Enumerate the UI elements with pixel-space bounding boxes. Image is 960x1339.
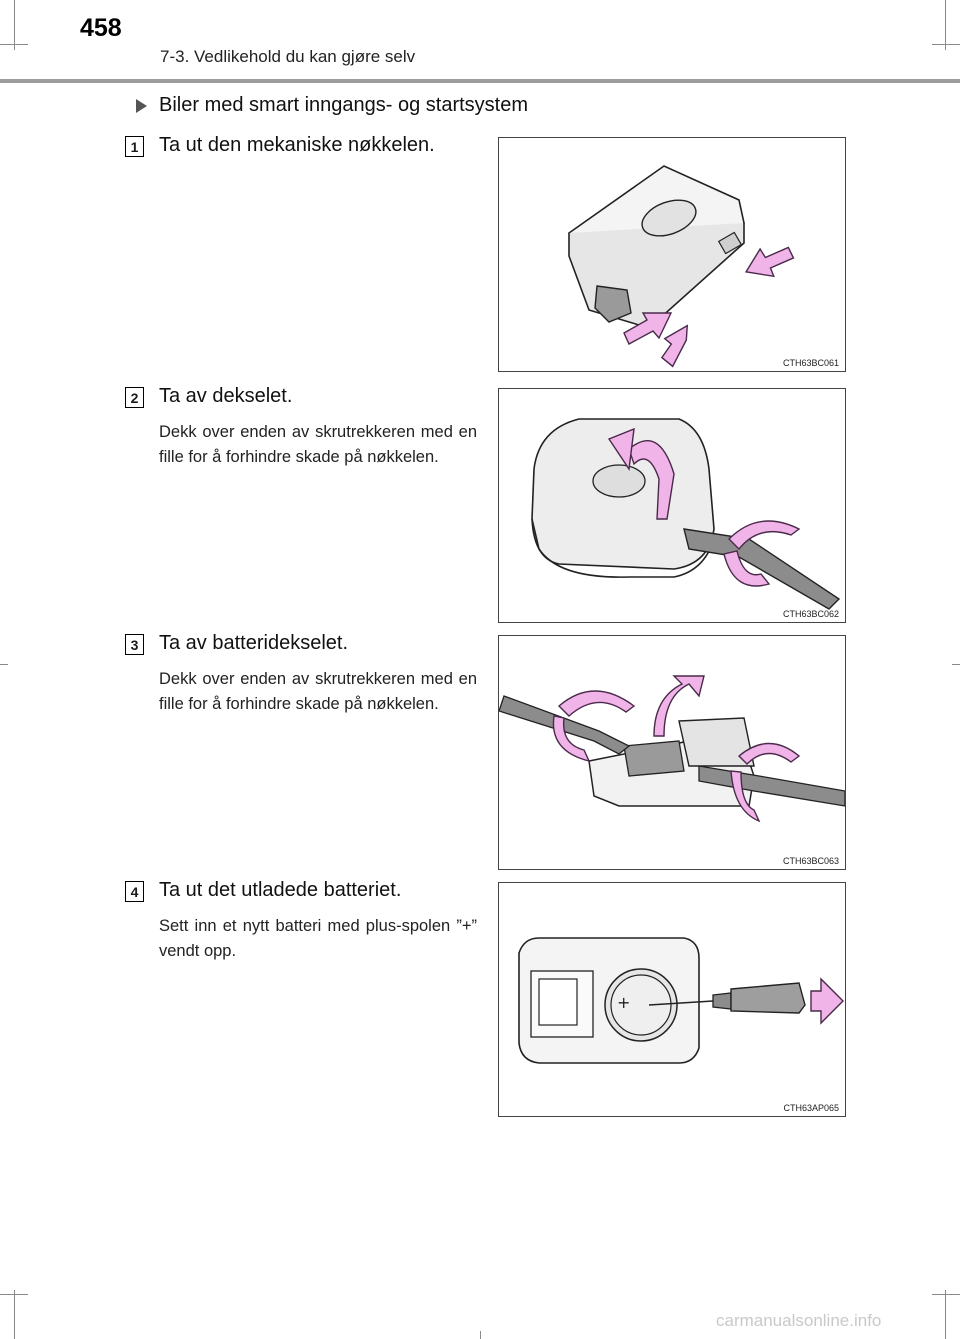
crop-mark — [952, 664, 960, 665]
step-title-3: Ta av batteridekselet. — [159, 632, 348, 654]
step-number-1: 1 — [125, 136, 144, 157]
crop-mark — [0, 664, 8, 665]
figure-code: CTH63BC063 — [782, 856, 839, 866]
step-note-3: Dekk over enden av skrutrekkeren med en … — [159, 670, 477, 713]
figure-code: CTH63BC062 — [782, 609, 839, 619]
crop-mark — [932, 1294, 960, 1295]
header-rule — [0, 79, 960, 83]
step-number-3: 3 — [125, 634, 144, 655]
key-cover-illustration-icon — [531, 418, 841, 610]
battery-removal-illustration-icon: + — [518, 937, 844, 1064]
section-title: 7-3. Vedlikehold du kan gjøre selv — [160, 47, 416, 66]
figure-remove-battery: + CTH63AP065 — [498, 882, 846, 1117]
crop-mark — [14, 0, 15, 50]
crop-mark — [0, 44, 28, 45]
crop-mark — [945, 0, 946, 50]
svg-text:+: + — [617, 993, 630, 1012]
step-number-2: 2 — [125, 387, 144, 408]
crop-mark — [0, 1294, 28, 1295]
crop-mark — [945, 1290, 946, 1339]
figure-remove-mechanical-key: CTH63BC061 — [498, 137, 846, 372]
key-illustration-icon — [568, 165, 795, 368]
subheading: Biler med smart inngangs- og startsystem — [136, 94, 528, 117]
figure-remove-battery-cover: CTH63BC063 — [498, 635, 846, 870]
crop-mark — [480, 1331, 481, 1339]
crop-mark — [932, 44, 960, 45]
subheading-text: Biler med smart inngangs- og startsystem — [159, 94, 529, 116]
page-number: 458 — [80, 14, 122, 42]
triangle-bullet-icon — [136, 98, 147, 113]
step-number-4: 4 — [125, 881, 144, 902]
crop-mark — [14, 1290, 15, 1339]
watermark: carmanualsonline.info — [716, 1311, 882, 1330]
battery-cover-illustration-icon — [499, 675, 845, 823]
step-title-1: Ta ut den mekaniske nøkkelen. — [159, 134, 435, 156]
step-title-2: Ta av dekselet. — [159, 385, 293, 407]
step-note-4: Sett inn et nytt batteri med plus-spolen… — [159, 917, 477, 960]
figure-code: CTH63BC061 — [782, 358, 839, 368]
step-title-4: Ta ut det utladede batteriet. — [159, 879, 402, 901]
figure-code: CTH63AP065 — [783, 1103, 839, 1113]
figure-remove-cover: CTH63BC062 — [498, 388, 846, 623]
step-note-2: Dekk over enden av skrutrekkeren med en … — [159, 423, 477, 466]
